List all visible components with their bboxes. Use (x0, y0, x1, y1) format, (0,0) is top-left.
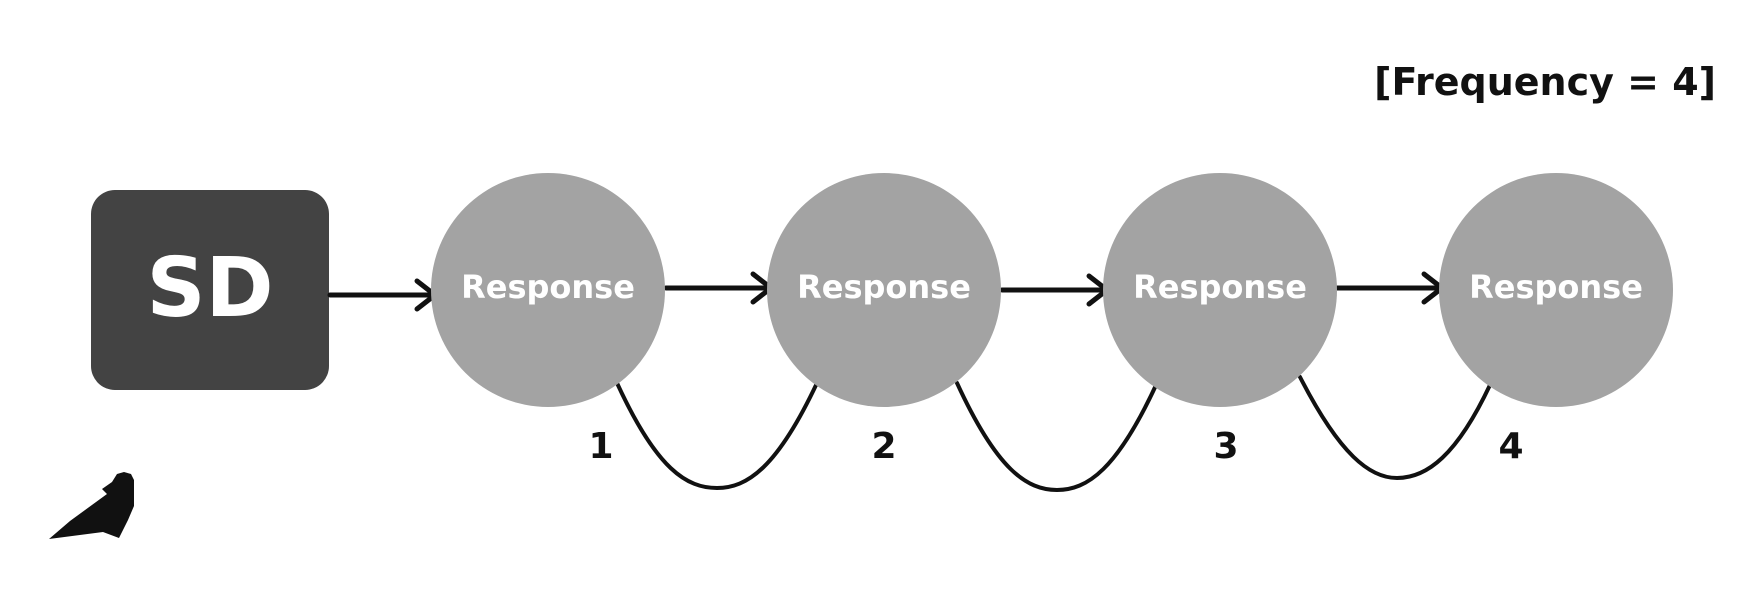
response-label-2: Response (797, 268, 971, 306)
response-count-3: 3 (1213, 426, 1238, 467)
response-label-3: Response (1133, 268, 1307, 306)
response-node-2: Response (767, 173, 1001, 407)
loop-curve-1 (615, 381, 819, 491)
response-node-3: Response (1103, 173, 1337, 407)
response-count-1: 1 (588, 426, 613, 467)
response-node-4: Response (1439, 173, 1673, 407)
loop-curve-2 (955, 381, 1159, 493)
arrow-1 (327, 278, 438, 312)
frequency-label: [Frequency = 4] (1374, 60, 1716, 104)
arrow-3 (999, 273, 1110, 307)
bird-logo-icon (49, 472, 134, 539)
loop-curve-3 (1298, 375, 1492, 481)
response-label-4: Response (1469, 268, 1643, 306)
stimulus-label: SD (146, 241, 273, 336)
response-count-2: 2 (871, 426, 896, 467)
response-node-1: Response (431, 173, 665, 407)
stimulus-rect (91, 190, 329, 390)
stimulus-box: SD (91, 190, 329, 390)
response-count-4: 4 (1498, 426, 1523, 467)
arrow-2 (663, 271, 774, 305)
response-label-1: Response (461, 268, 635, 306)
arrow-4 (1334, 271, 1445, 305)
